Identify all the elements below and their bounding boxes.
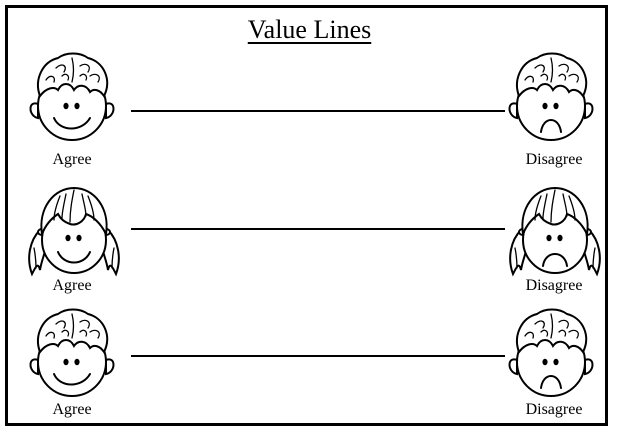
girl-frowning-icon xyxy=(507,178,603,278)
agree-label: Agree xyxy=(52,401,92,418)
boy-smiling-icon xyxy=(24,302,120,402)
value-line xyxy=(131,228,505,230)
agree-label: Agree xyxy=(52,151,92,168)
boy-frowning-icon xyxy=(503,46,599,146)
boy-frowning-icon xyxy=(503,302,599,402)
value-line xyxy=(131,110,505,112)
girl-smiling-icon xyxy=(26,178,122,278)
disagree-label: Disagree xyxy=(525,401,583,418)
boy-smiling-icon xyxy=(24,46,120,146)
page-title: Value Lines xyxy=(247,15,372,44)
agree-label: Agree xyxy=(52,277,92,294)
disagree-label: Disagree xyxy=(525,151,583,168)
value-line xyxy=(131,355,505,357)
disagree-label: Disagree xyxy=(525,277,583,294)
